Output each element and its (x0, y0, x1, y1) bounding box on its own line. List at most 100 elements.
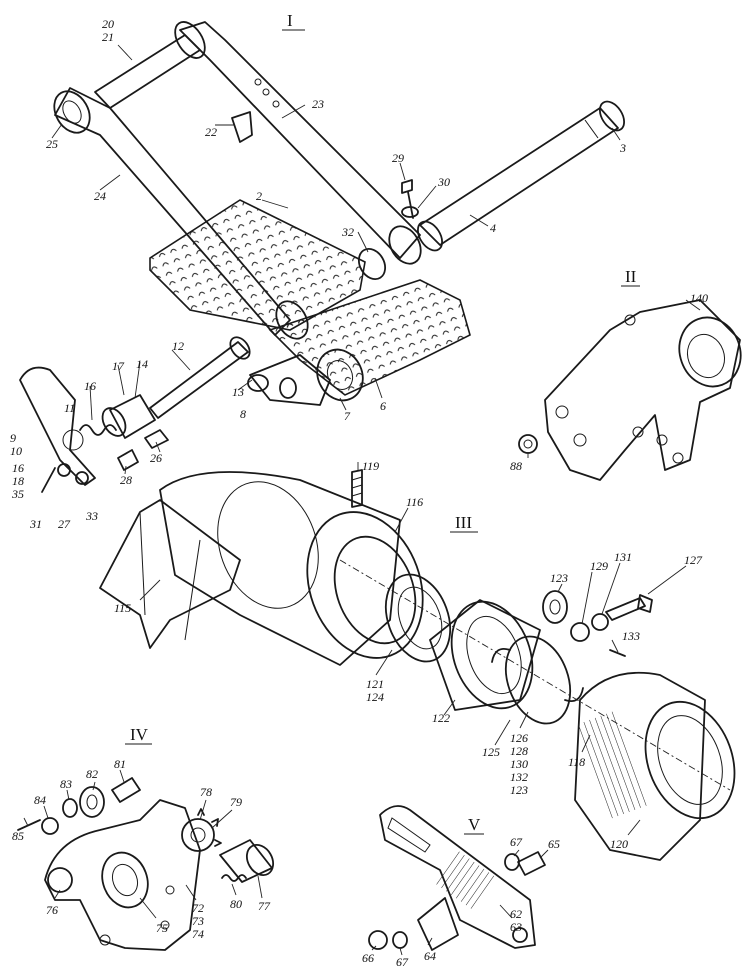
callout-31: 31 (29, 517, 42, 531)
callout-8: 8 (240, 407, 246, 421)
callout-115: 115 (114, 601, 131, 615)
callout-23: 23 (312, 97, 324, 111)
callout-67-bot: 67 (396, 955, 409, 969)
pin-4 (419, 107, 619, 246)
section-label-v: V (468, 815, 481, 834)
callout-83: 83 (60, 777, 72, 791)
leaders-section-i (51, 44, 621, 475)
callout-25: 25 (46, 137, 58, 151)
callout-85: 85 (12, 829, 24, 843)
housing-116 (159, 471, 401, 666)
bearing-122 (429, 599, 541, 711)
bracket-8 (249, 354, 331, 406)
bearing-123-icon (542, 590, 568, 624)
callout-116: 116 (406, 495, 423, 509)
callout-13: 13 (232, 385, 244, 399)
callout-118: 118 (568, 755, 585, 769)
callout-129: 129 (590, 559, 608, 573)
callout-17: 17 (112, 359, 125, 373)
section-v-plate-bracket: V (368, 805, 549, 956)
callout-30: 30 (437, 175, 450, 189)
section-label-iv: IV (130, 725, 149, 744)
lever-9 (19, 366, 96, 486)
callout-28: 28 (120, 473, 132, 487)
bushing-7-icon (316, 348, 364, 402)
cross-tube (94, 34, 201, 109)
callout-120: 120 (610, 837, 628, 851)
callout-32: 32 (341, 225, 354, 239)
callout-3: 3 (619, 141, 626, 155)
section-ii-bracket: II (518, 267, 742, 481)
callout-88: 88 (510, 459, 522, 473)
pedal-body (268, 279, 471, 396)
gear-78-icon (181, 818, 215, 852)
bushing-25-icon (53, 90, 91, 134)
callout-27: 27 (58, 517, 71, 531)
callout-78: 78 (200, 785, 212, 799)
callout-127: 127 (684, 553, 703, 567)
callout-84: 84 (34, 793, 46, 807)
callout-29: 29 (392, 151, 404, 165)
stand-115 (99, 499, 241, 649)
lever-72 (44, 799, 201, 951)
callout-140: 140 (690, 291, 708, 305)
callout-64: 64 (424, 949, 436, 963)
callout-6: 6 (380, 399, 386, 413)
callout-66: 66 (362, 951, 374, 965)
callout-2: 2 (256, 189, 262, 203)
callout-81: 81 (114, 757, 126, 771)
section-label-ii: II (625, 267, 637, 286)
callout-79: 79 (230, 795, 242, 809)
callout-133: 133 (622, 629, 640, 643)
callout-4: 4 (490, 221, 496, 235)
ring-121 (384, 573, 452, 663)
callout-26: 26 (150, 451, 162, 465)
callout-82: 82 (86, 767, 98, 781)
callout-65: 65 (548, 837, 560, 851)
callout-131: 131 (614, 550, 632, 564)
callout-122: 122 (432, 711, 450, 725)
callout-14: 14 (136, 357, 148, 371)
callout-33: 33 (85, 509, 98, 523)
callout-125: 125 (482, 745, 500, 759)
bracket-140 (544, 299, 741, 481)
shaft-12 (149, 341, 249, 419)
callout-77: 77 (258, 899, 271, 913)
section-i-pedal-assembly: I (19, 11, 625, 493)
callout-80: 80 (230, 897, 242, 911)
section-label-iii: III (455, 513, 472, 532)
callout-119: 119 (362, 459, 379, 473)
callout-16-top: 16 (84, 379, 96, 393)
plate-62 (379, 805, 536, 949)
callout-123: 123 (550, 571, 568, 585)
callout-67-top: 67 (510, 835, 523, 849)
callout-12: 12 (172, 339, 184, 353)
bearing-82-icon (79, 786, 105, 818)
callout-75: 75 (156, 921, 168, 935)
clamp-125 (504, 635, 572, 725)
nut-88-icon (518, 434, 538, 454)
right-arm (179, 21, 421, 259)
section-iii-drum-assembly: III (99, 462, 736, 861)
section-iv-lever-gear: IV (17, 725, 275, 951)
center-axis (339, 559, 731, 791)
nut-66-icon (368, 930, 388, 950)
callout-7: 7 (344, 409, 351, 423)
callout-11: 11 (64, 401, 75, 415)
plate-64 (417, 897, 459, 951)
section-label-i: I (287, 11, 293, 30)
callout-24: 24 (94, 189, 106, 203)
callout-22: 22 (205, 125, 217, 139)
callout-76: 76 (46, 903, 58, 917)
pedal-pad (149, 199, 366, 331)
hub-120 (574, 671, 706, 861)
